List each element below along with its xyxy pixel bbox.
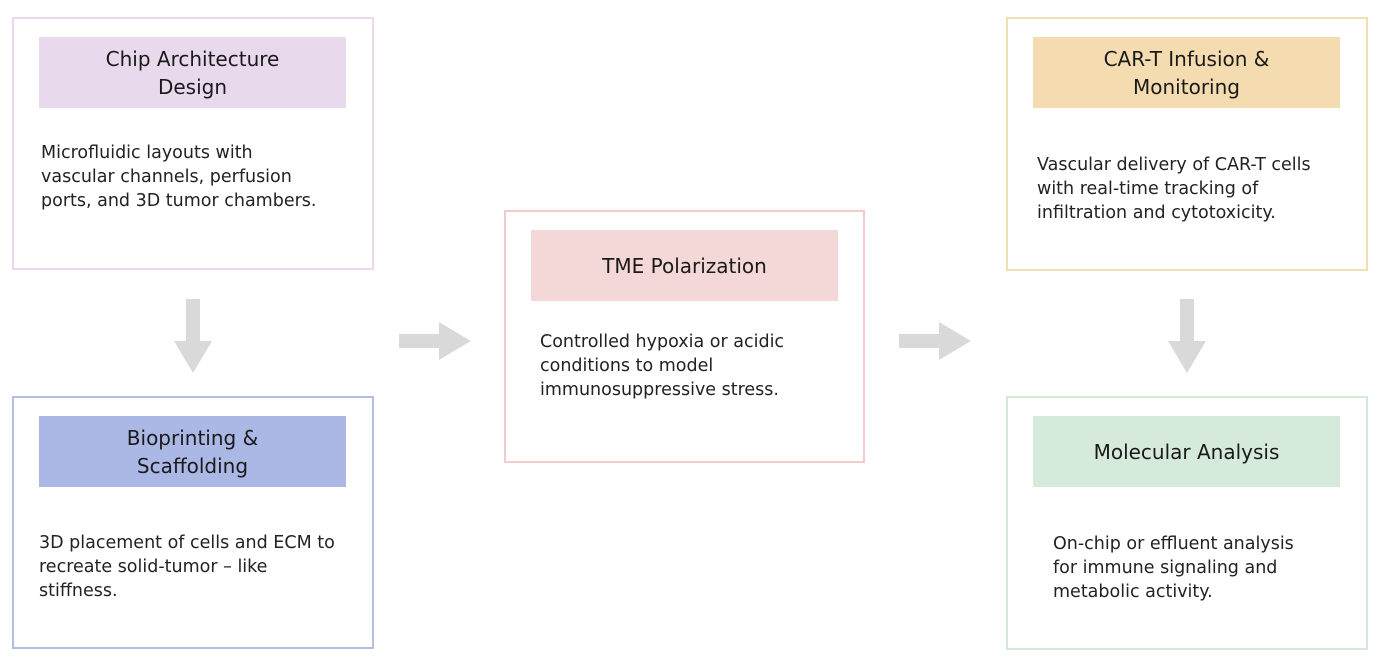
- step-description: Vascular delivery of CAR-T cells with re…: [1037, 155, 1311, 223]
- step-title: Bioprinting & Scaffolding: [39, 416, 346, 487]
- arrow-right-icon: [399, 322, 471, 360]
- step-description: On-chip or effluent analysis for immune …: [1053, 534, 1294, 602]
- step-card-cart-infusion: CAR-T Infusion & Monitoring Vascular del…: [1006, 17, 1368, 271]
- step-card-bioprinting: Bioprinting & Scaffolding 3D placement o…: [12, 396, 374, 649]
- step-description: Controlled hypoxia or acidic conditions …: [540, 332, 785, 400]
- arrow-down-icon: [174, 299, 212, 373]
- step-title: Chip Architecture Design: [39, 37, 346, 108]
- arrow-down-icon: [1168, 299, 1206, 373]
- step-description: Microfluidic layouts with vascular chann…: [41, 143, 317, 211]
- step-card-tme-polarization: TME Polarization Controlled hypoxia or a…: [504, 210, 865, 463]
- step-card-chip-architecture: Chip Architecture Design Microfluidic la…: [12, 17, 374, 270]
- step-title: TME Polarization: [531, 230, 838, 301]
- step-card-molecular-analysis: Molecular Analysis On-chip or effluent a…: [1006, 396, 1368, 650]
- step-title: CAR-T Infusion & Monitoring: [1033, 37, 1340, 108]
- arrow-right-icon: [899, 322, 971, 360]
- step-description: 3D placement of cells and ECM to recreat…: [39, 533, 335, 601]
- step-title: Molecular Analysis: [1033, 416, 1340, 487]
